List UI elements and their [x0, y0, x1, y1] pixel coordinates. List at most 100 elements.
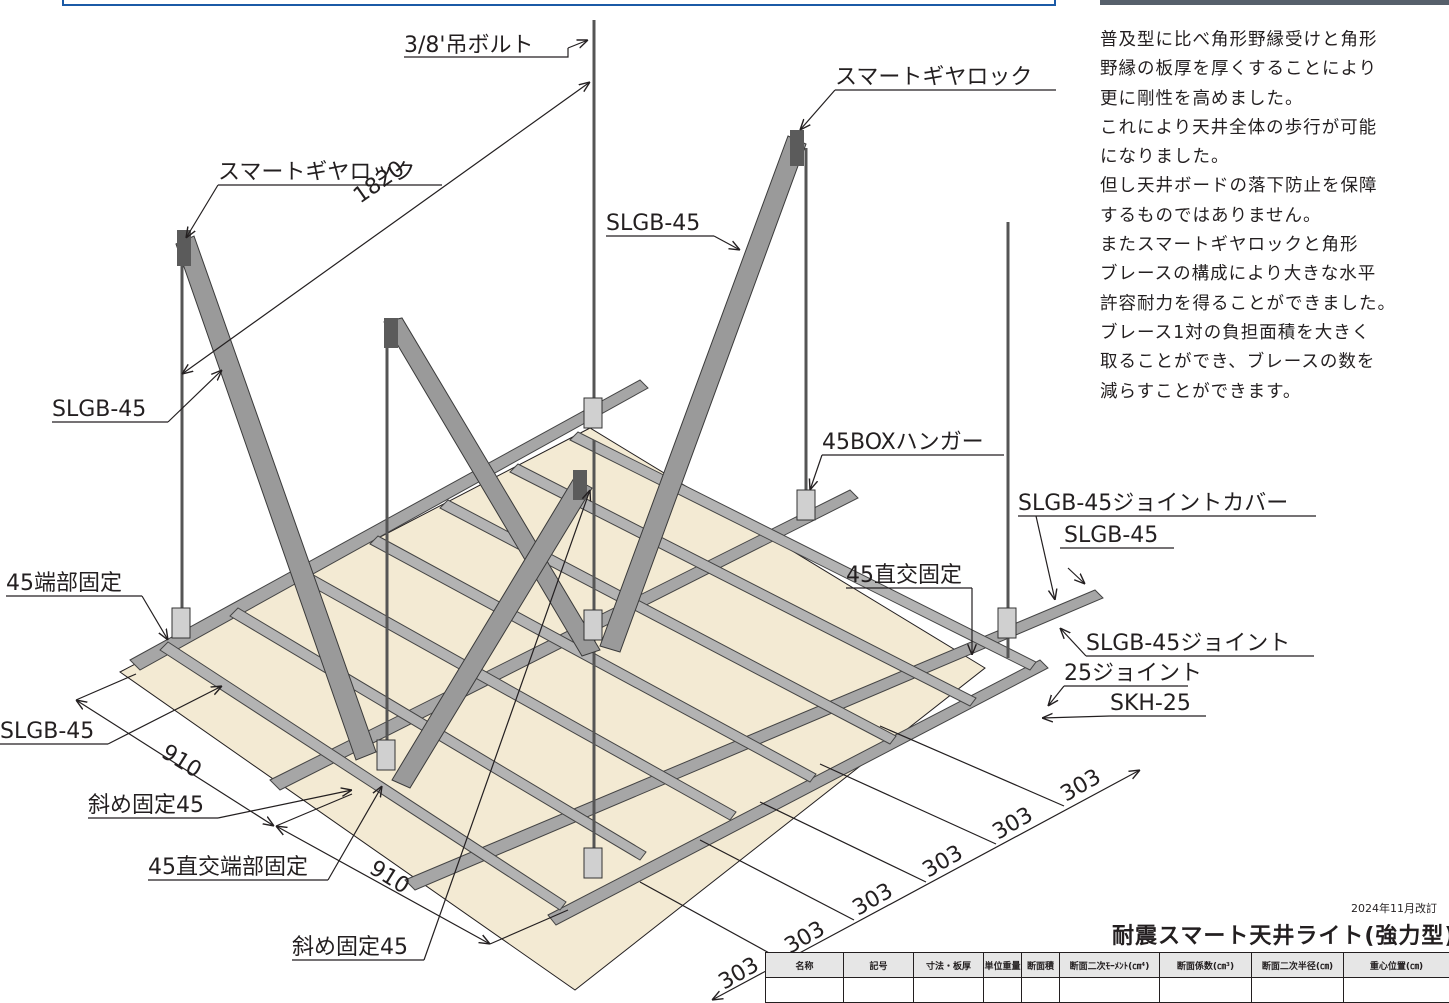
spec-header: 断面二次半径(㎝) — [1251, 952, 1344, 978]
box-hanger-4 — [997, 607, 1017, 639]
spec-cell — [765, 977, 844, 1003]
leader-box-hanger — [810, 454, 823, 490]
description-line: 許容耐力を得ることができました。 — [1100, 293, 1396, 314]
spec-header: 名称 — [765, 952, 844, 978]
dim-ext-303-b — [699, 839, 855, 921]
leader-slgb45-upper — [713, 235, 740, 250]
box-hanger-7 — [583, 847, 603, 879]
dim-910-a: 910 — [157, 740, 206, 783]
description-line: 取ることができ、ブレースの数を — [1100, 352, 1376, 373]
dim-303-6: 303 — [1057, 765, 1106, 808]
dim-ext-2 — [275, 793, 353, 827]
hanger-bolts — [180, 20, 1010, 852]
dim-303-1: 303 — [715, 953, 764, 996]
spec-cell — [1251, 977, 1344, 1003]
leader-joint-cover — [1035, 515, 1055, 600]
label-box-hanger: 45BOXハンガー — [822, 430, 984, 455]
label-cross-fix: 45直交固定 — [846, 563, 962, 588]
spec-table-title: 耐震スマート天井ライト(強力型) — [1112, 924, 1449, 949]
box-hanger-5 — [583, 609, 603, 641]
cross-joist-6 — [509, 463, 977, 707]
gear-lock-2 — [384, 318, 398, 348]
label-slgb45-lower-left: SLGB-45 — [0, 719, 94, 744]
dim-line-910-a — [76, 700, 274, 826]
top-photo-strip — [1100, 0, 1449, 5]
spec-cell — [1159, 977, 1252, 1003]
label-slgb45-upper: SLGB-45 — [606, 211, 700, 236]
dim-303-3: 303 — [849, 879, 898, 922]
label-slgb45-right: SLGB-45 — [1064, 523, 1158, 548]
spec-header: 断面積 — [1021, 952, 1060, 978]
leader-joint — [1060, 628, 1087, 657]
dim-ext-1 — [75, 673, 137, 701]
description-line: ブレース1対の負担面積を大きく — [1100, 322, 1371, 343]
dim-line-1820 — [182, 82, 590, 374]
box-hanger-1 — [171, 607, 191, 639]
leader-gear-lock-right — [800, 89, 836, 130]
label-joint: SLGB-45ジョイント — [1086, 631, 1290, 656]
leader-joint25 — [1048, 685, 1065, 706]
dim-ext-303-a — [639, 881, 783, 961]
dim-303-4: 303 — [919, 841, 968, 884]
leader-gear-lock-left — [186, 184, 219, 238]
label-slgb45-left: SLGB-45 — [52, 397, 146, 422]
label-diag-fix-upper: 斜め固定45 — [88, 793, 204, 818]
spec-header: 記号 — [843, 952, 914, 978]
revision-date: 2024年11月改訂 — [1351, 902, 1437, 915]
dim-ext-303-c — [759, 801, 927, 883]
braces — [175, 135, 807, 789]
dim-ext-303-e — [879, 725, 1065, 807]
joist-1 — [129, 379, 649, 671]
spec-cell — [1059, 977, 1160, 1003]
description-line: 但し天井ボードの落下防止を保障 — [1100, 176, 1378, 197]
description-line: またスマートギヤロックと角形 — [1100, 235, 1359, 256]
gear-lock-1 — [177, 230, 191, 266]
box-hanger-3 — [796, 489, 816, 521]
label-cross-end-fix: 45直交端部固定 — [148, 855, 308, 880]
label-skh25: SKH-25 — [1110, 691, 1191, 716]
label-gear-lock-left: スマートギヤロック — [218, 160, 415, 185]
gear-lock-3 — [790, 130, 804, 166]
gear-lock-4 — [573, 470, 587, 500]
leader-end-fix — [141, 595, 168, 640]
description-line: になりました。 — [1100, 147, 1230, 168]
dim-ext-303-d — [819, 763, 997, 845]
description-line: 減らすことができます。 — [1100, 381, 1302, 402]
spec-header: 断面二次ﾓｰﾒﾝﾄ(㎝⁴) — [1059, 952, 1160, 978]
box-hanger-6 — [376, 739, 396, 771]
label-joint25: 25ジョイント — [1064, 661, 1202, 686]
spec-header: 寸法・板厚 — [913, 952, 984, 978]
label-joint-cover: SLGB-45ジョイントカバー — [1018, 491, 1288, 516]
label-gear-lock-right: スマートギヤロック — [835, 65, 1032, 90]
spec-header: 単位重量 — [983, 952, 1022, 978]
leader-hanger-bolt — [567, 40, 588, 49]
dim-line-910-b — [276, 826, 490, 944]
product-description: 普及型に比べ角形野縁受けと角形 野縁の板厚を厚くすることにより 更に剛性を高めま… — [1100, 26, 1449, 407]
leader-skh25 — [1042, 716, 1111, 718]
label-hanger-bolt: 3/8'吊ボルト — [404, 33, 533, 58]
spec-header: 重心位置(㎝) — [1343, 952, 1449, 978]
underline-hanger-bolt — [404, 48, 569, 58]
description-line: するものではありません。 — [1100, 205, 1322, 226]
description-line: これにより天井全体の歩行が可能 — [1100, 117, 1378, 138]
description-line: 野縁の板厚を厚くすることにより — [1100, 59, 1378, 80]
cross-joist-7 — [569, 431, 1037, 671]
spec-table: 名称 記号 寸法・板厚 単位重量 断面積 断面二次ﾓｰﾒﾝﾄ(㎝⁴) 断面係数(… — [765, 952, 1449, 1003]
hanger-boxes — [171, 397, 1017, 879]
spec-cell — [1343, 977, 1449, 1003]
spec-cell — [983, 977, 1022, 1003]
label-diag-fix-lower: 斜め固定45 — [292, 935, 408, 960]
spec-cell — [843, 977, 914, 1003]
dim-ext-3 — [489, 909, 569, 945]
box-hanger-2 — [583, 397, 603, 429]
leader-slgb45-left — [167, 370, 222, 423]
description-line: 普及型に比べ角形野縁受けと角形 — [1100, 30, 1378, 50]
description-line: 更に剛性を高めました。 — [1100, 88, 1304, 109]
spec-cell — [913, 977, 984, 1003]
top-table-frame — [62, 0, 1056, 6]
label-end-fix: 45端部固定 — [6, 571, 122, 596]
cross-joist-5 — [439, 499, 897, 745]
spec-cell — [1021, 977, 1060, 1003]
description-line: ブレースの構成により大きな水平 — [1100, 264, 1377, 285]
leader-slgb45-right — [1067, 567, 1085, 584]
